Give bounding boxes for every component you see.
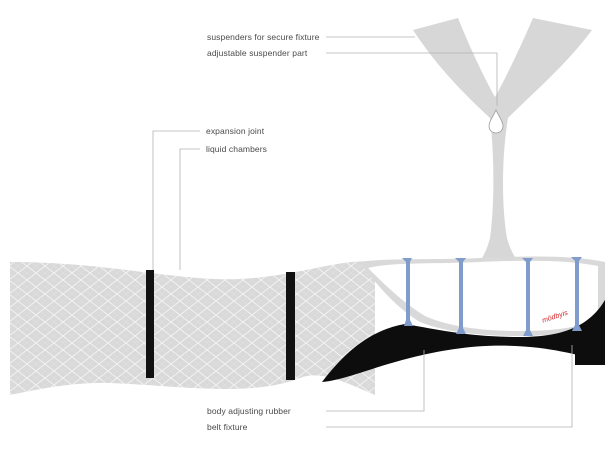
liquid-drop-icon — [488, 108, 504, 134]
leader-expansion — [152, 130, 200, 270]
liquid-chambers — [402, 257, 582, 336]
label-liquid-chambers: liquid chambers — [206, 144, 268, 154]
belt-end — [575, 300, 605, 365]
expansion-joint-1 — [146, 270, 154, 378]
suspender-strap — [413, 18, 592, 266]
label-adjustable-suspender: adjustable suspender part — [207, 48, 308, 58]
chamber-wall-2 — [455, 258, 466, 334]
label-body-adjusting-rubber: body adjusting rubber — [207, 406, 291, 416]
leader-liquid — [179, 148, 200, 270]
main-body — [10, 261, 375, 395]
expansion-joint-2 — [286, 272, 295, 380]
body-adjusting-rubber — [322, 300, 605, 382]
leader-belt — [326, 345, 573, 428]
label-belt-fixture: belt fixture — [207, 422, 248, 432]
chamber-wall-3 — [522, 258, 533, 336]
leader-rubber — [326, 350, 425, 412]
leader-adjustable — [326, 52, 498, 106]
chamber-wall-4 — [571, 257, 582, 331]
label-expansion-joint: expansion joint — [206, 126, 265, 136]
chamber-inner — [368, 260, 598, 331]
chamber-wall-1 — [402, 258, 413, 326]
label-suspenders: suspenders for secure fixture — [207, 32, 320, 42]
